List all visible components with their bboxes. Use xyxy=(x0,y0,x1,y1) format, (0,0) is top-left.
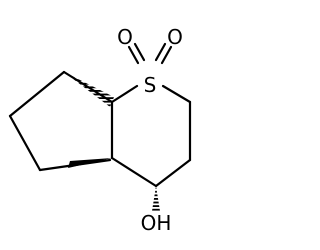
oxygen-label-right: O xyxy=(167,25,183,49)
bond-s-o-left-1 xyxy=(127,45,140,65)
bond-s-o-right-1 xyxy=(154,42,167,62)
bond-s-o-right-2 xyxy=(160,45,173,65)
hydroxyl-label: OH xyxy=(141,211,172,235)
bond-c2-c3 xyxy=(8,70,66,118)
sulfur-label: S xyxy=(144,73,157,97)
hashed-wedge-bond-c4-oh xyxy=(152,186,160,211)
molecule-structure-diagram: O O S OH xyxy=(8,25,192,235)
bond-c3-c4-thiane xyxy=(154,158,192,188)
bond-c3-c4 xyxy=(8,114,42,172)
oxygen-label-left: O xyxy=(117,25,133,49)
bond-c7a-s xyxy=(110,84,139,104)
solid-wedge-bond-c4a xyxy=(68,158,112,168)
bond-c4a-c4 xyxy=(110,156,158,188)
bond-s-o-left-2 xyxy=(133,42,146,62)
bond-s-c2 xyxy=(161,84,192,104)
hashed-wedge-bond-c7a xyxy=(64,72,114,107)
